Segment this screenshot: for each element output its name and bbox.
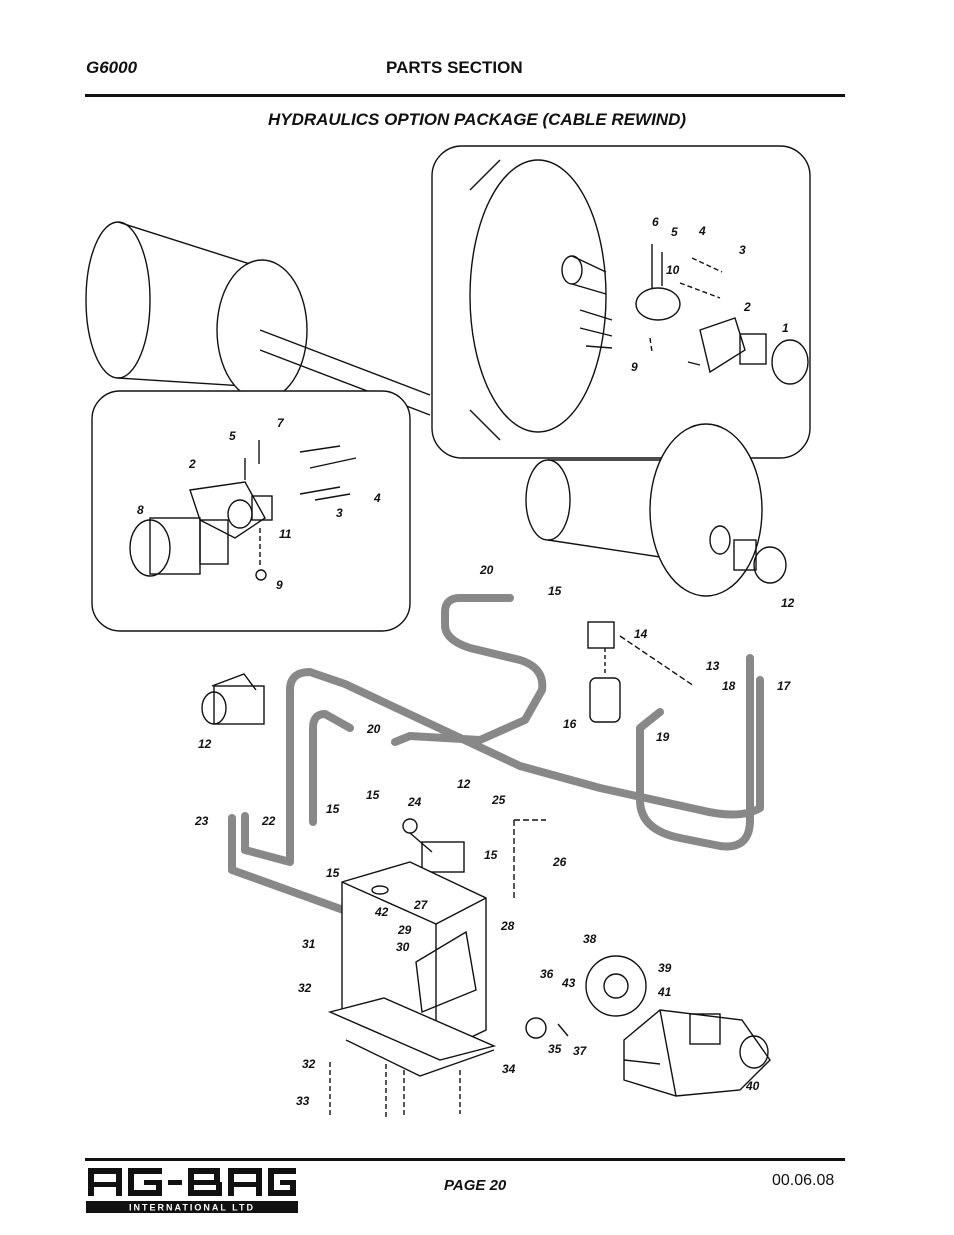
callout-label: 13	[706, 659, 720, 673]
company-logo: INTERNATIONAL LTD	[86, 1166, 298, 1213]
callout-label: 22	[261, 814, 276, 828]
front-reel-drawing	[525, 423, 787, 597]
callout-label: 35	[548, 1042, 562, 1056]
callout-label: 6	[652, 215, 659, 229]
callout-label: 15	[548, 584, 562, 598]
hydraulic-hose-19	[636, 654, 754, 851]
rear-reel-drawing	[85, 221, 431, 416]
callout-label: 12	[198, 737, 212, 751]
callout-label: 15	[366, 788, 380, 802]
callout-label: 39	[658, 961, 672, 975]
callout-label: 17	[777, 679, 792, 693]
control-valve	[402, 818, 546, 898]
callout-label: 1	[782, 321, 789, 335]
callout-label: 8	[137, 503, 144, 517]
callout-label: 28	[500, 919, 515, 933]
callout-label: 41	[657, 985, 672, 999]
hydraulics-exploded-diagram: 6543102195728113492015141213181716191220…	[85, 145, 811, 1118]
callout-label: 12	[457, 777, 471, 791]
callout-label: 34	[502, 1062, 516, 1076]
callout-label: 40	[745, 1079, 760, 1093]
callout-label: 25	[491, 793, 506, 807]
mounting-plate	[327, 997, 497, 1118]
page-title: HYDRAULICS OPTION PACKAGE (CABLE REWIND)	[267, 110, 687, 129]
gearbox	[623, 1009, 771, 1097]
callout-label: 11	[279, 527, 292, 541]
header-rule	[85, 94, 845, 97]
callout-label: 10	[666, 263, 680, 277]
callout-label: 15	[326, 866, 340, 880]
callout-label: 31	[302, 937, 316, 951]
callout-label: 29	[397, 923, 412, 937]
callout-label: 12	[781, 596, 795, 610]
callout-label: 7	[277, 416, 285, 430]
left-inset-drawing	[129, 440, 357, 581]
callout-label: 15	[326, 802, 340, 816]
callout-label: 20	[479, 563, 494, 577]
callout-label: 42	[374, 905, 389, 919]
hydraulic-hose-20-lower	[309, 710, 354, 826]
callout-label: 30	[396, 940, 410, 954]
callout-label: 2	[188, 457, 196, 471]
callout-label: 4	[373, 491, 381, 505]
callout-label: 43	[561, 976, 576, 990]
callout-label: 4	[698, 224, 706, 238]
callout-label: 5	[671, 225, 678, 239]
callout-label: 37	[573, 1044, 588, 1058]
callout-label: 20	[366, 722, 381, 736]
callout-label: 14	[634, 627, 648, 641]
page-number: PAGE 20	[444, 1177, 507, 1194]
callout-label: 15	[484, 848, 498, 862]
callout-label: 33	[296, 1094, 310, 1108]
callout-label: 32	[298, 981, 312, 995]
revision-date: 00.06.08	[772, 1172, 835, 1189]
callout-label: 9	[631, 360, 638, 374]
hydraulic-hose-23	[228, 814, 364, 920]
hydraulic-hose-20-upper	[391, 594, 547, 746]
left-inset-frame	[91, 390, 411, 632]
callout-label: 2	[743, 300, 751, 314]
callout-label: 9	[276, 578, 283, 592]
logo-subtext: INTERNATIONAL LTD	[129, 1203, 255, 1213]
callout-label: 3	[336, 506, 343, 520]
callout-label: 32	[302, 1057, 316, 1071]
top-inset-drawing	[469, 159, 809, 441]
callout-label: 16	[563, 717, 577, 731]
left-motor	[201, 673, 265, 725]
footer-rule	[85, 1158, 845, 1161]
callout-label: 24	[407, 795, 422, 809]
callout-label: 18	[722, 679, 736, 693]
callout-label: 19	[656, 730, 670, 744]
section-title: PARTS SECTION	[386, 58, 523, 77]
callout-label: 3	[739, 243, 746, 257]
callout-label: 5	[229, 429, 236, 443]
hydraulic-hose-22-23	[241, 668, 764, 866]
filter-assembly	[587, 621, 695, 723]
callout-label: 27	[413, 898, 429, 912]
callout-label: 36	[540, 967, 554, 981]
top-inset-frame	[431, 145, 811, 459]
drive-sprockets	[525, 955, 647, 1039]
callout-label: 38	[583, 932, 597, 946]
callout-label: 26	[552, 855, 567, 869]
model-number: G6000	[86, 58, 138, 77]
callout-label: 23	[194, 814, 209, 828]
